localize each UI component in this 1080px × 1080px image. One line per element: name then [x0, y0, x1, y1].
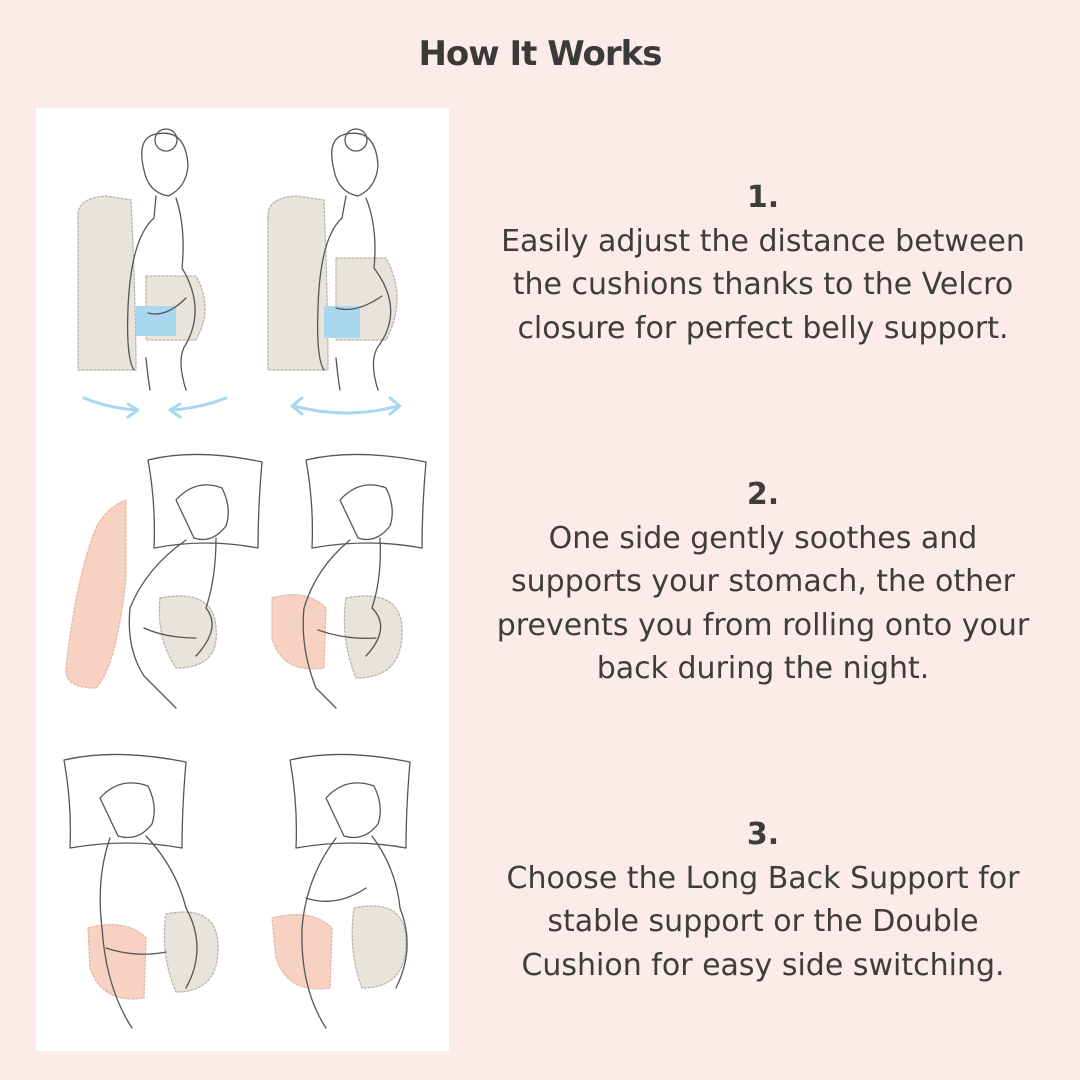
side-sleep-belly-support-illustration	[63, 753, 219, 1029]
step-3: 3. Choose the Long Back Support for stab…	[466, 813, 1060, 987]
step-text-line: One side gently soothes and	[548, 520, 978, 556]
inward-arrows-icon	[82, 396, 228, 419]
side-sleep-hug-illustration	[271, 753, 411, 1029]
step-2: 2. One side gently soothes and supports …	[466, 473, 1060, 691]
step-number: 2.	[746, 477, 780, 512]
step-text-line: supports your stomach, the other	[511, 564, 1015, 599]
step-text-line: Choose the Long Back Support for	[506, 860, 1020, 896]
step-text-line: closure for perfect belly support.	[517, 310, 1009, 346]
step-text-line: Easily adjust the distance between	[501, 223, 1025, 259]
step-text-line: back during the night.	[596, 651, 930, 686]
step-text-line: stable support or the Double	[547, 904, 979, 939]
step-number: 1.	[746, 180, 780, 215]
outward-arrows-icon	[290, 396, 402, 416]
step-text-line: the cushions thanks to the Velcro	[512, 267, 1014, 302]
step-1: 1. Easily adjust the distance between th…	[466, 176, 1060, 350]
step-text-line: prevents you from rolling onto your	[496, 607, 1030, 643]
side-sleep-double-cushion-illustration	[271, 453, 427, 709]
step-number: 3.	[746, 817, 780, 852]
illustration-panel	[36, 108, 449, 1051]
side-sleep-long-back-illustration	[65, 453, 263, 709]
step-text-line: Cushion for easy side switching.	[521, 947, 1005, 983]
standing-figure-left-illustration	[77, 128, 206, 391]
page-title: How It Works	[418, 34, 662, 74]
standing-figure-right-illustration	[267, 128, 398, 391]
